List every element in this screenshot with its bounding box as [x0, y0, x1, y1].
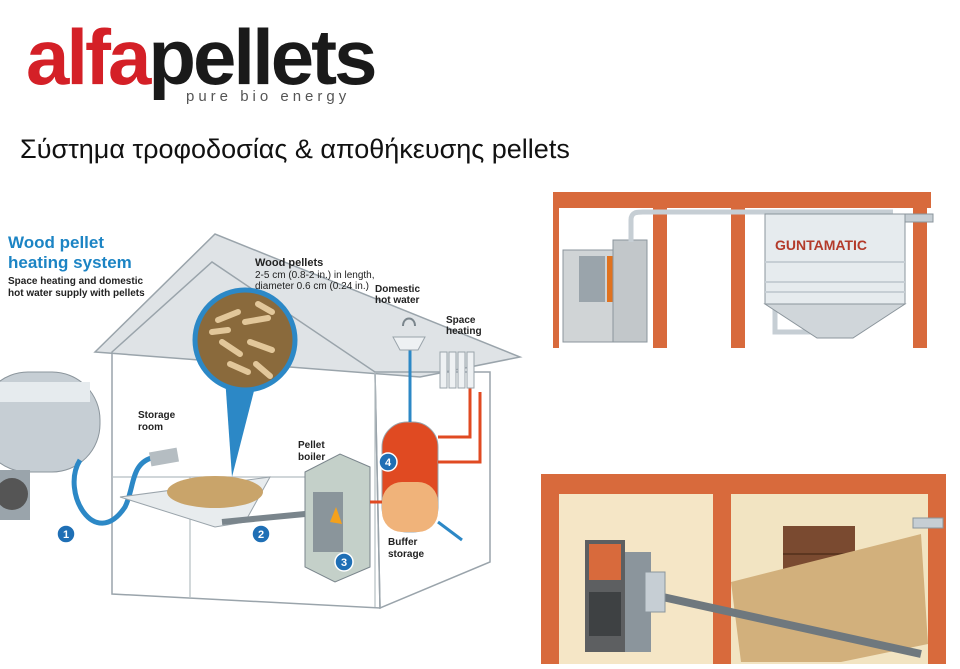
fill-pipe	[912, 517, 944, 529]
feed-auger	[221, 511, 306, 525]
pellet-boiler	[304, 453, 371, 583]
storage-feed-auger	[648, 590, 922, 658]
brick-wall-left	[553, 206, 559, 348]
hose-nozzle	[148, 447, 180, 467]
silo-room-illustration: GUNTAMATIC	[553, 192, 934, 348]
sink-basin	[392, 336, 426, 351]
label-pellets-desc2: diameter 0.6 cm (0.24 in.)	[255, 281, 369, 292]
label-space-line2: heating	[446, 326, 482, 337]
svg-text:3: 3	[341, 557, 347, 569]
diagram-heading-line2: heating system	[8, 253, 132, 272]
cold-water-pipes	[408, 342, 463, 542]
pellet-zoom-circle	[192, 287, 298, 393]
storage-pellet-pile	[731, 534, 928, 662]
logo-tagline: pure bio energy	[186, 88, 351, 105]
storage-brick-wall-middle	[713, 492, 731, 664]
svg-text:2: 2	[258, 529, 264, 541]
storage-boiler-unit	[585, 540, 651, 652]
sink-tap	[402, 317, 416, 327]
marker-3: 3	[334, 552, 354, 572]
pellet-bubble-pointer	[225, 377, 255, 477]
radiator	[439, 351, 475, 389]
label-boiler-line2: boiler	[298, 452, 325, 463]
marker-1: 1	[56, 524, 76, 544]
alfapellets-logo: alfapellets pure bio energy	[26, 18, 378, 105]
diagram-subheading-line2: hot water supply with pellets	[8, 288, 145, 299]
brick-pillar-1	[653, 206, 667, 348]
svg-text:1: 1	[63, 529, 69, 541]
fabric-silo	[763, 213, 934, 339]
logo-pellets: pellets	[148, 13, 377, 101]
pellet-pieces	[209, 301, 275, 379]
storage-room-illustration	[541, 474, 946, 664]
label-boiler-line1: Pellet	[298, 440, 325, 451]
silo-brand-label: GUNTAMATIC	[775, 237, 867, 253]
heating-pipes	[370, 382, 482, 504]
pellet-pile	[167, 476, 263, 508]
storage-brick-ceiling	[541, 474, 946, 494]
logo-alfa: alfa	[26, 13, 151, 101]
label-domestic-line2: hot water	[375, 295, 420, 306]
brick-ceiling	[553, 192, 931, 208]
filling-hose	[71, 454, 156, 526]
svg-text:4: 4	[385, 457, 392, 469]
tanker-truck	[0, 371, 101, 520]
boiler-unit	[562, 239, 648, 343]
diagram-subheading-line1: Space heating and domestic	[8, 276, 143, 287]
label-space-line1: Space	[446, 315, 476, 326]
storage-brick-wall-left	[541, 492, 559, 664]
diagram-heading-line1: Wood pellet	[8, 233, 104, 252]
brick-pillar-2	[731, 206, 745, 348]
label-wood-pellets: Wood pellets	[255, 257, 323, 269]
marker-2: 2	[251, 524, 271, 544]
label-domestic-line1: Domestic	[375, 284, 420, 295]
auger-drive	[644, 571, 666, 613]
marker-4: 4	[378, 452, 398, 472]
brick-wall-right	[913, 206, 927, 348]
label-storage-line2: room	[138, 422, 163, 433]
page-title: Σύστημα τροφοδοσίας & αποθήκευσης pellet…	[20, 134, 570, 164]
label-buffer-line2: storage	[388, 549, 425, 560]
label-pellets-desc1: 2-5 cm (0.8-2 in.) in length,	[255, 270, 375, 281]
logo-wordmark: alfapellets	[26, 18, 378, 96]
label-storage-line1: Storage	[138, 410, 176, 421]
heating-system-diagram: Wood pellet heating system Space heating…	[0, 233, 523, 610]
label-buffer-line1: Buffer	[388, 537, 418, 548]
storage-brick-wall-right	[928, 492, 946, 664]
buffer-storage-tank	[381, 421, 439, 533]
